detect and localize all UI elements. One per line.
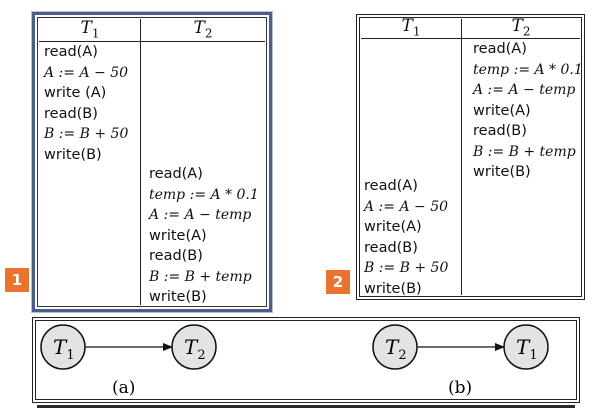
node-t1 — [503, 324, 549, 370]
op-temp: temp := A * 0.1 — [473, 61, 583, 78]
header-t2: T2 — [193, 18, 213, 41]
op-assign-b: B := B + temp — [473, 143, 576, 160]
op-assign-b: B := B + 50 — [44, 126, 129, 142]
caption-b: (b) — [448, 378, 472, 398]
schedule-1-badge: 1 — [5, 268, 29, 292]
op-read-a: read(A) — [473, 41, 527, 57]
op-read-b: read(B) — [473, 123, 527, 139]
op-read-a: read(A) — [364, 178, 418, 194]
schedule-1-table: T1 T2 read(A) A := A − 50 write (A) read… — [32, 12, 272, 312]
node-t2-label: T2 — [184, 335, 206, 363]
schedule-2-badge: 2 — [326, 270, 350, 294]
precedence-graphs-panel: T1 T2 (a) T2 T1 (b) — [32, 317, 580, 408]
op-temp: temp := A * 0.1 — [149, 186, 259, 203]
column-divider — [461, 19, 462, 295]
op-read-b: read(B) — [364, 239, 418, 256]
node-t2 — [171, 324, 217, 370]
header-t2: T2 — [511, 16, 531, 39]
op-write-b: write(B) — [44, 146, 102, 163]
node-t2-label: T2 — [385, 335, 407, 363]
header-divider — [361, 38, 580, 39]
op-write-b: write(B) — [149, 289, 207, 305]
op-write-a: write(A) — [473, 102, 531, 119]
op-read-a: read(A) — [149, 166, 203, 182]
op-assign-a: A := A − temp — [149, 207, 252, 223]
t2-operations: read(A) temp := A * 0.1 A := A − temp wr… — [473, 39, 583, 183]
op-write-a: write(A) — [364, 219, 422, 235]
node-t1-label: T1 — [53, 335, 75, 363]
op-assign-b: B := B + 50 — [364, 260, 449, 276]
node-t1-label: T1 — [516, 335, 538, 363]
op-read-b: read(B) — [44, 105, 98, 122]
column-divider — [140, 19, 141, 305]
op-write-b: write(B) — [364, 280, 422, 297]
op-read-b: read(B) — [149, 248, 203, 264]
op-read-a: read(A) — [44, 44, 98, 60]
t1-operations: read(A) A := A − 50 write (A) read(B) B … — [44, 42, 128, 165]
op-assign-b: B := B + temp — [149, 268, 252, 285]
schedule-2-table: T1 T2 read(A) temp := A * 0.1 A := A − t… — [356, 14, 585, 300]
header-divider — [39, 41, 265, 42]
op-assign-a: A := A − 50 — [364, 198, 449, 215]
header-t1: T1 — [80, 18, 100, 41]
header-t1: T1 — [401, 16, 421, 39]
op-assign-a: A := A − temp — [473, 82, 576, 98]
t1-operations: read(A) A := A − 50 write(A) read(B) B :… — [364, 176, 448, 299]
precedence-graphs: T1 T2 (a) T2 T1 (b) — [40, 324, 549, 398]
graph-b: T2 T1 (b) — [372, 324, 549, 398]
graph-a: T1 T2 (a) — [40, 324, 217, 398]
op-assign-a: A := A − 50 — [44, 64, 129, 81]
caption-a: (a) — [112, 378, 135, 398]
op-write-a: write(A) — [149, 227, 207, 244]
t2-operations: read(A) temp := A * 0.1 A := A − temp wr… — [149, 164, 259, 308]
op-write-b: write(B) — [473, 164, 531, 180]
op-write-a: write (A) — [44, 85, 107, 101]
